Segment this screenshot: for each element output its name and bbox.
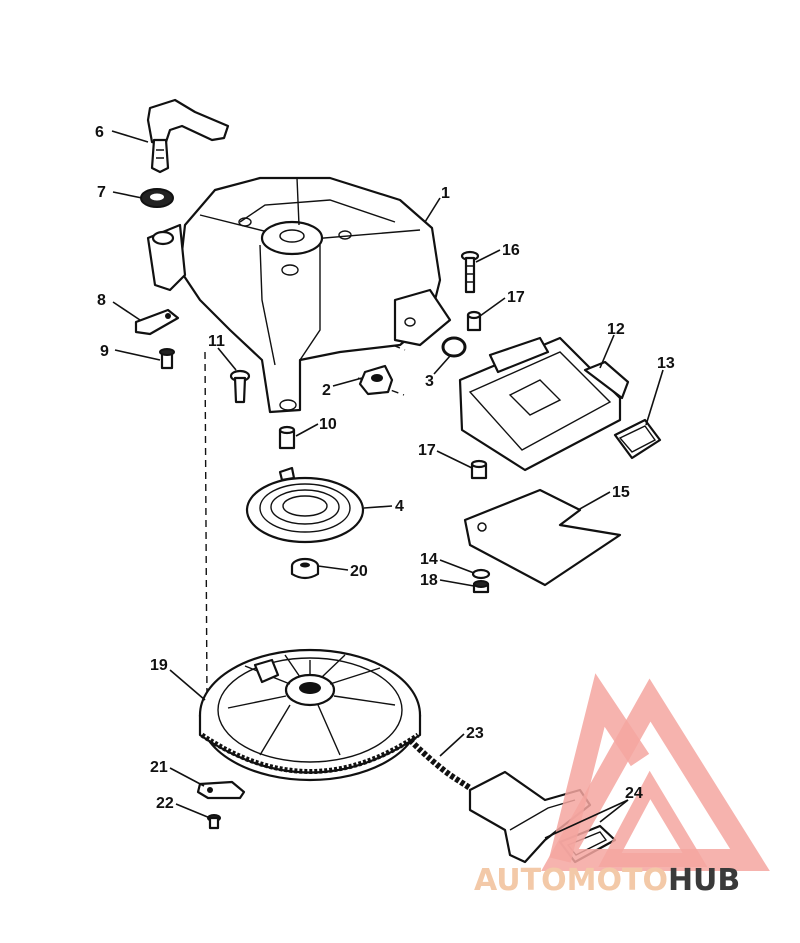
callout-17a: 17 — [507, 289, 525, 306]
part-11-bolt — [229, 369, 251, 404]
callout-15: 15 — [612, 484, 630, 501]
leader-8 — [112, 301, 141, 321]
part-17-spacer-bottom — [470, 459, 488, 480]
leader-22 — [175, 803, 211, 819]
callout-7: 7 — [97, 184, 106, 201]
leader-17a — [479, 297, 506, 317]
part-14-washer — [471, 568, 491, 580]
callout-10: 10 — [319, 416, 337, 433]
callout-1: 1 — [441, 185, 450, 202]
callout-23: 23 — [466, 725, 484, 742]
part-9-screw — [159, 348, 175, 370]
part-6-lever — [146, 98, 230, 174]
callout-4: 4 — [395, 498, 404, 515]
leader-16 — [475, 249, 501, 263]
callout-8: 8 — [97, 292, 106, 309]
leader-24a — [599, 799, 629, 823]
leader-24b — [544, 799, 629, 839]
leader-14 — [439, 559, 475, 574]
watermark-text-auto: AUTOMOTO — [474, 863, 668, 898]
leader-23 — [439, 733, 465, 757]
part-12-lock-housing — [458, 336, 630, 472]
leader-20 — [317, 565, 349, 571]
callout-9: 9 — [100, 343, 109, 360]
leader-15 — [577, 491, 611, 511]
leader-7 — [112, 191, 143, 199]
leader-12 — [599, 334, 615, 369]
callout-24: 24 — [625, 785, 643, 802]
part-16-screw — [460, 250, 480, 294]
leader-4 — [363, 505, 393, 509]
callout-13: 13 — [657, 355, 675, 372]
watermark-text-hub: HUB — [668, 863, 740, 898]
callout-16: 16 — [502, 242, 520, 259]
leader-21 — [169, 767, 205, 787]
watermark-text: AUTOMOTOHUB — [474, 863, 740, 898]
leader-19 — [169, 669, 206, 701]
part-17-spacer-top — [466, 310, 482, 332]
callout-17b: 17 — [418, 442, 436, 459]
leader-2 — [332, 377, 363, 387]
alignment-line — [204, 351, 208, 701]
part-22-screw — [207, 814, 221, 830]
callout-18: 18 — [420, 572, 438, 589]
leader-3 — [433, 355, 451, 375]
part-7-washer — [140, 188, 174, 208]
callout-14: 14 — [420, 551, 438, 568]
leader-9 — [114, 349, 161, 361]
part-21-clip — [196, 780, 246, 800]
part-3-ring — [441, 336, 467, 358]
part-13-button — [613, 418, 662, 460]
callout-2: 2 — [322, 382, 331, 399]
callout-19: 19 — [150, 657, 168, 674]
leader-17b — [436, 450, 473, 469]
callout-6: 6 — [95, 124, 104, 141]
callout-3: 3 — [425, 373, 434, 390]
part-19-pulley — [198, 648, 422, 782]
leader-1 — [424, 197, 441, 223]
leader-10 — [295, 423, 319, 437]
part-1-housing — [146, 176, 452, 414]
callout-11: 11 — [208, 333, 225, 350]
part-8-clip — [134, 308, 180, 336]
leader-18 — [439, 579, 475, 587]
callout-22: 22 — [156, 795, 174, 812]
part-4-spring — [245, 466, 365, 544]
part-2-bushing — [358, 364, 394, 396]
callout-21: 21 — [150, 759, 168, 776]
leader-11 — [217, 347, 237, 371]
leader-13 — [645, 369, 664, 426]
part-23-rope — [407, 737, 472, 791]
part-18-nut — [472, 580, 490, 594]
watermark-logo — [541, 673, 770, 871]
callout-12: 12 — [607, 321, 625, 338]
callout-20: 20 — [350, 563, 368, 580]
part-15-plate — [463, 488, 622, 587]
part-10-nut — [278, 425, 296, 450]
part-20-bushing — [290, 557, 320, 580]
leader-6 — [111, 130, 149, 143]
